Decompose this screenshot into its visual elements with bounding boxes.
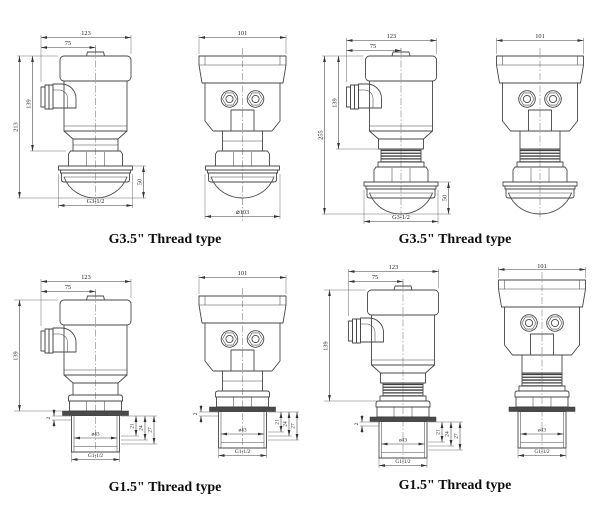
dim-thread-size: G3-1/2	[363, 190, 439, 224]
svg-text:G1-1/2: G1-1/2	[88, 453, 104, 459]
svg-text:75: 75	[65, 284, 71, 291]
dim-gland-offset: 75	[41, 284, 96, 295]
svg-text:75: 75	[372, 274, 378, 281]
svg-text:27: 27	[148, 427, 154, 433]
caption-thread-type: G3.5" Thread type	[399, 232, 512, 247]
dim-body-height: 139	[322, 55, 380, 150]
svg-text:21: 21	[130, 423, 136, 429]
dim-front-probe-diameter: ø43	[520, 428, 564, 436]
svg-text:139: 139	[323, 341, 330, 350]
side-view-drawing	[347, 52, 439, 214]
svg-text:ø43: ø43	[91, 432, 99, 438]
svg-text:ø43: ø43	[399, 438, 407, 444]
svg-text:G1-1/2: G1-1/2	[534, 449, 550, 455]
dim-probe-diameter: ø43	[74, 432, 117, 440]
dim-front-thread-size: G1-1/2	[218, 448, 267, 458]
dim-overall-width: 123	[40, 274, 132, 326]
svg-text:2: 2	[354, 422, 360, 425]
dim-seal-thickness: 2	[354, 415, 379, 433]
dim-body-height: 139	[17, 55, 66, 152]
svg-text:139: 139	[26, 99, 33, 108]
svg-text:2: 2	[46, 416, 52, 419]
dim-gland-offset: 75	[346, 43, 402, 52]
dim-insert-depths: 21 24 27	[121, 415, 157, 445]
quadrant-g35-b: 123 75 139 255 50 G3-1/2	[318, 33, 584, 247]
svg-text:75: 75	[370, 43, 376, 50]
svg-text:27: 27	[454, 433, 460, 439]
svg-text:2: 2	[193, 412, 199, 415]
svg-text:139: 139	[332, 98, 339, 107]
quadrant-g15-b: 123 75 139 ø43 G1-1/2 2	[323, 263, 586, 493]
svg-text:123: 123	[81, 274, 90, 281]
dim-overall-height: 255	[318, 56, 397, 215]
dim-antenna-diameter: ⌀103	[204, 174, 281, 219]
dim-thread-size: G3-1/2	[58, 174, 133, 208]
dim-gland-offset: 75	[41, 40, 96, 51]
svg-text:21: 21	[275, 419, 281, 425]
dim-overall-width: 123	[348, 264, 439, 316]
dim-front-width: 101	[198, 30, 287, 54]
dim-body-height: 139	[13, 299, 63, 412]
svg-text:G1-1/2: G1-1/2	[235, 449, 251, 455]
svg-text:139: 139	[13, 351, 20, 360]
dim-front-insert-depths: 21 24 27	[268, 411, 299, 441]
caption-thread-type: G3.5" Thread type	[109, 232, 222, 247]
svg-text:ø43: ø43	[538, 428, 546, 434]
svg-text:24: 24	[445, 431, 451, 437]
dim-front-seal-thickness: 2	[193, 405, 219, 423]
side-view-drawing	[41, 52, 133, 198]
dim-front-thread-size: G1-1/2	[517, 448, 567, 458]
dim-front-probe-diameter: ø43	[221, 428, 264, 436]
svg-text:21: 21	[436, 429, 442, 435]
dim-insert-depths: 21 24 27	[428, 421, 463, 451]
dim-overall-height: 213	[13, 56, 92, 199]
svg-text:255: 255	[318, 130, 325, 139]
dim-front-width: 101	[498, 263, 586, 278]
svg-text:G1-1/2: G1-1/2	[395, 459, 411, 465]
dim-overall-width: 123	[40, 30, 132, 82]
svg-text:101: 101	[238, 30, 247, 37]
svg-text:24: 24	[283, 421, 289, 427]
dim-antenna-height: 50	[405, 181, 451, 215]
svg-text:101: 101	[535, 33, 544, 40]
dim-overall-width: 123	[346, 33, 437, 82]
svg-text:123: 123	[389, 264, 398, 271]
svg-text:24: 24	[139, 425, 145, 431]
dim-thread-size: G1-1/2	[71, 452, 120, 462]
svg-text:123: 123	[387, 33, 396, 40]
dim-probe-diameter: ø43	[381, 438, 425, 446]
caption-thread-type: G1.5" Thread type	[399, 478, 512, 493]
svg-text:101: 101	[537, 263, 546, 270]
dim-thread-size: G1-1/2	[378, 458, 428, 468]
svg-text:27: 27	[291, 423, 297, 429]
caption-thread-type: G1.5" Thread type	[109, 480, 222, 495]
svg-text:213: 213	[13, 122, 20, 131]
svg-text:⌀103: ⌀103	[236, 209, 249, 216]
svg-text:101: 101	[238, 270, 247, 277]
svg-text:50: 50	[442, 195, 449, 201]
dim-gland-offset: 75	[348, 274, 404, 285]
svg-text:123: 123	[81, 30, 90, 37]
side-view-drawing	[41, 296, 131, 452]
quadrant-g15-a: 123 75 139 ø43 G1-1/2 2	[13, 270, 299, 495]
quadrant-g35-a: 123 75 139 213 50 G3-1/2	[13, 30, 287, 247]
svg-text:G3-1/2: G3-1/2	[87, 198, 105, 205]
dim-body-height: 139	[323, 289, 380, 402]
svg-text:ø43: ø43	[238, 428, 246, 434]
svg-text:75: 75	[65, 40, 71, 47]
dim-antenna-height: 50	[99, 165, 146, 199]
dim-front-width: 101	[496, 33, 584, 54]
dim-seal-thickness: 2	[46, 409, 72, 427]
svg-text:50: 50	[137, 179, 144, 185]
dim-front-width: 101	[198, 270, 287, 294]
svg-text:G3-1/2: G3-1/2	[392, 214, 410, 221]
